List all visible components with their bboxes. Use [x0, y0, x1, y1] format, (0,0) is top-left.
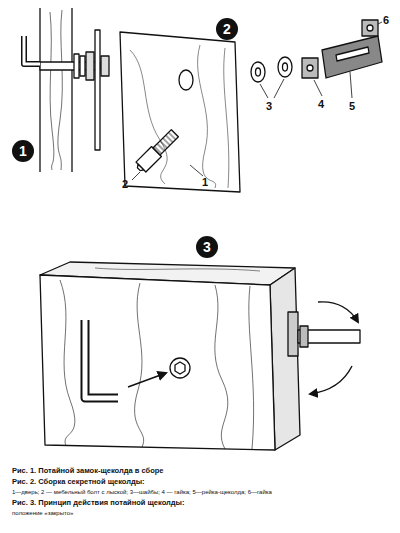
operation-view [40, 262, 360, 450]
assembled-lock [24, 8, 109, 172]
figure-number: 1 [12, 140, 34, 162]
figure-number: 2 [216, 18, 238, 40]
caption-line: Рис. 2. Сборка секретной щеколды: [12, 477, 392, 486]
callout-number: 1 [202, 176, 208, 188]
caption-line: 1—дверь; 2 — мебельный болт с лыской; 3—… [12, 488, 392, 496]
callout-number: 5 [349, 100, 355, 112]
callout-number: 4 [318, 98, 324, 110]
callout-number: 6 [383, 14, 389, 26]
caption-line: Рис. 1. Потайной замок-щеколда в сборе [12, 466, 392, 475]
callout-number: 3 [266, 100, 272, 112]
bolt [134, 128, 180, 174]
exploded-parts [120, 20, 382, 192]
caption-line: Рис. 3. Принцип действия потайной щеколд… [12, 498, 392, 507]
callout-number: 2 [122, 178, 128, 190]
caption-line: положение «закрыто» [12, 509, 392, 517]
figure-number: 3 [196, 236, 218, 258]
